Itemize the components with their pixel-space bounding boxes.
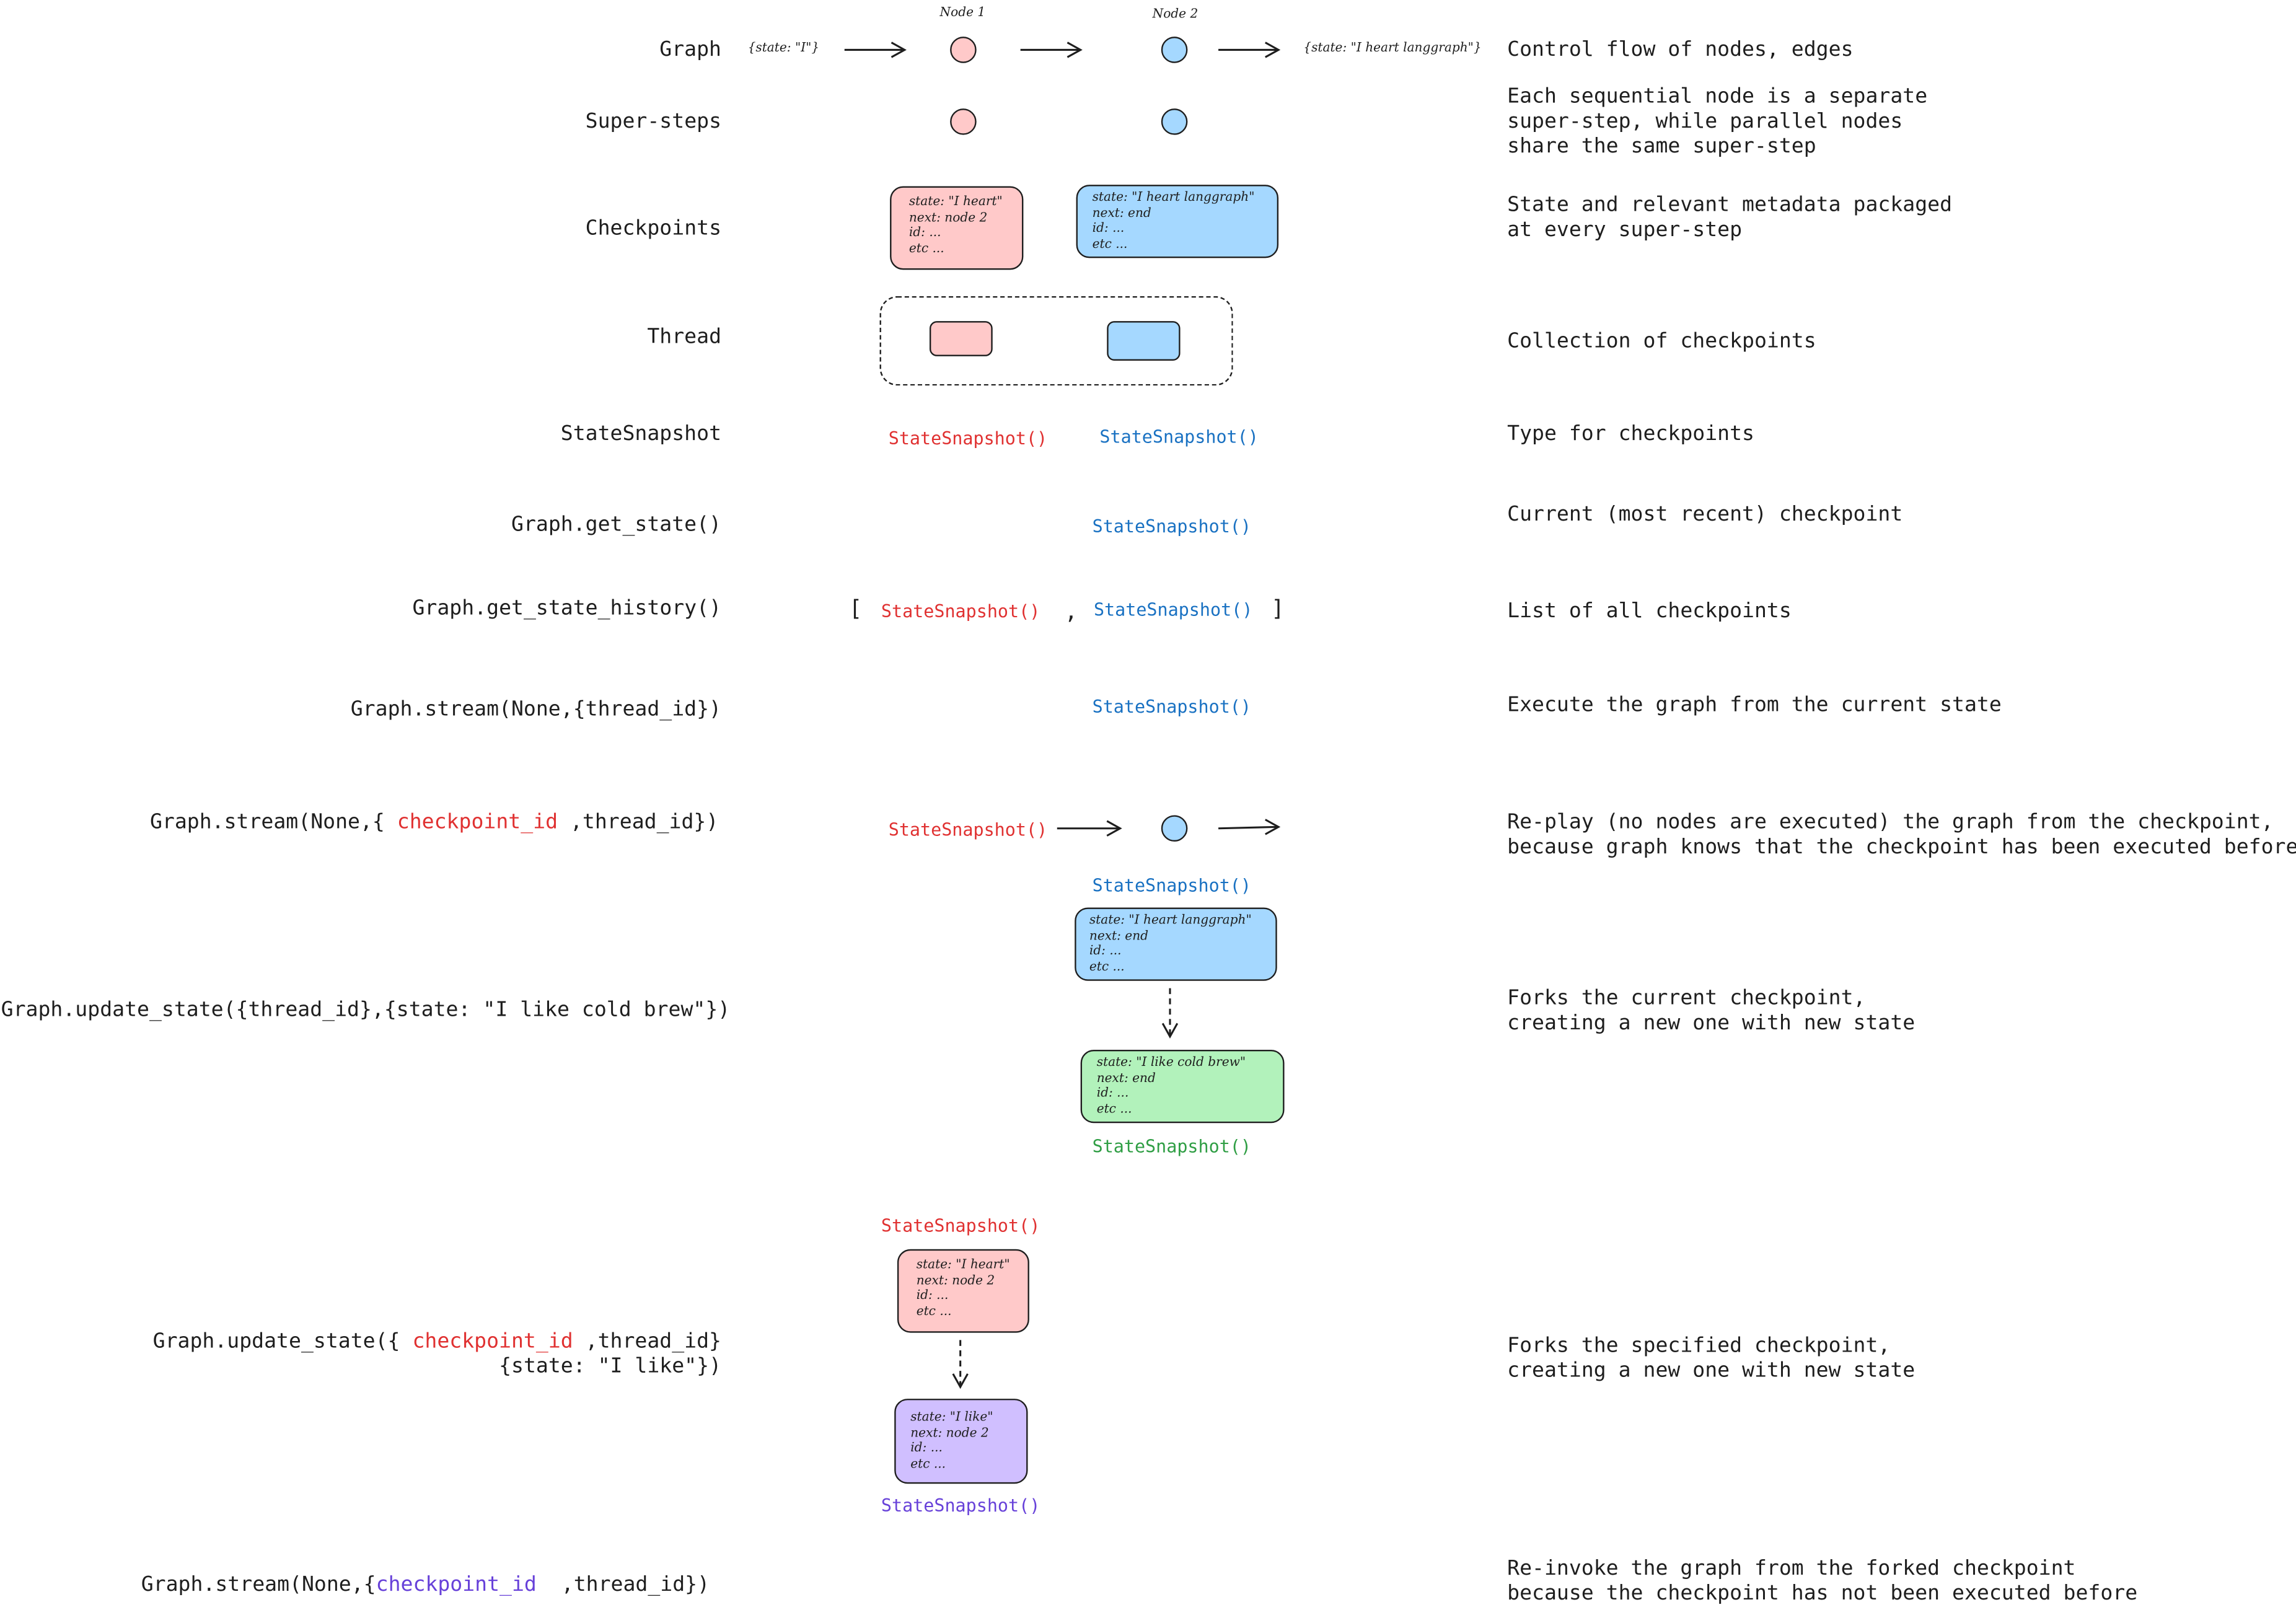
superstep1-circle xyxy=(950,108,977,135)
update-checkpoint-label-prefix: Graph.update_state({ xyxy=(152,1329,413,1353)
update-thread-green-text: state: "I like cold brew" next: end id: … xyxy=(1096,1055,1246,1117)
stream-replay-label-prefix: Graph.stream(None,{ xyxy=(149,811,397,835)
row-desc-thread: Collection of checkpoints xyxy=(1507,330,1816,354)
update-thread-blue-text: state: "I heart langgraph" next: end id:… xyxy=(1089,913,1252,975)
update-thread-blue-box: state: "I heart langgraph" next: end id:… xyxy=(1075,907,1277,981)
row-desc-update-thread: Forks the current checkpoint, creating a… xyxy=(1507,987,1916,1036)
row-desc-update-checkpoint: Forks the specified checkpoint, creating… xyxy=(1507,1334,1916,1383)
update-checkpoint-checkpoint-id: checkpoint_id xyxy=(412,1329,573,1353)
replay-node-circle xyxy=(1161,815,1188,842)
row-label-stream-replay: Graph.stream(None,{ checkpoint_id ,threa… xyxy=(150,811,718,835)
row-label-update-thread: Graph.update_state({thread_id},{state: "… xyxy=(1,998,731,1023)
statesnapshot-blue: StateSnapshot() xyxy=(1099,426,1259,447)
node2-circle xyxy=(1161,37,1188,63)
row-label-supersteps: Super-steps xyxy=(585,110,722,134)
update-checkpoint-purple-box: state: "I like" next: node 2 id: ... etc… xyxy=(894,1399,1028,1484)
update-checkpoint-purple-text: state: "I like" next: node 2 id: ... etc… xyxy=(910,1410,993,1472)
row-desc-graph: Control flow of nodes, edges xyxy=(1507,38,1854,62)
thread-container xyxy=(879,296,1233,386)
row-label-checkpoints: Checkpoints xyxy=(585,217,722,241)
row-desc-get-state: Current (most recent) checkpoint xyxy=(1507,503,1903,527)
row-label-stream-forked: Graph.stream(None,{checkpoint_id ,thread… xyxy=(141,1573,710,1598)
update-thread-snapshot-blue: StateSnapshot() xyxy=(1092,875,1251,896)
update-checkpoint-red-text: state: "I heart" next: node 2 id: ... et… xyxy=(916,1257,1010,1319)
history-open-bracket: [ xyxy=(848,595,863,622)
row-desc-statesnapshot: Type for checkpoints xyxy=(1507,422,1754,446)
update-checkpoint-red-box: state: "I heart" next: node 2 id: ... et… xyxy=(897,1249,1029,1333)
node1-circle xyxy=(950,37,977,63)
stream-forked-label-prefix: Graph.stream(None,{ xyxy=(141,1573,376,1597)
stream-thread-snapshot-blue: StateSnapshot() xyxy=(1092,696,1251,717)
node1-label: Node 1 xyxy=(939,6,986,21)
row-desc-stream-thread: Execute the graph from the current state xyxy=(1507,693,2002,717)
update-thread-snapshot-green: StateSnapshot() xyxy=(1092,1136,1251,1157)
node2-label: Node 2 xyxy=(1152,7,1199,22)
stream-replay-label-suffix: ,thread_id}) xyxy=(558,811,719,835)
get-state-snapshot-blue: StateSnapshot() xyxy=(1092,516,1251,537)
checkpoint1-text: state: "I heart" next: node 2 id: ... et… xyxy=(908,195,1003,256)
checkpoint2-text: state: "I heart langgraph" next: end id:… xyxy=(1092,190,1255,252)
statesnapshot-red: StateSnapshot() xyxy=(888,428,1048,449)
replay-arrow-out xyxy=(1218,819,1281,835)
checkpoint2-box: state: "I heart langgraph" next: end id:… xyxy=(1076,185,1279,258)
row-desc-get-state-history: List of all checkpoints xyxy=(1507,599,1792,623)
graph-input-arrow xyxy=(844,42,907,58)
graph-input-state: {state: "I"} xyxy=(747,41,820,56)
row-label-get-state-history: Graph.get_state_history() xyxy=(412,596,722,620)
stream-forked-label-suffix: ,thread_id}) xyxy=(536,1573,710,1597)
update-thread-green-box: state: "I like cold brew" next: end id: … xyxy=(1080,1049,1285,1124)
checkpoint1-box: state: "I heart" next: node 2 id: ... et… xyxy=(890,186,1024,270)
stream-replay-snapshot-red: StateSnapshot() xyxy=(888,819,1048,840)
graph-output-arrow xyxy=(1218,42,1281,58)
row-label-update-checkpoint-line2: {state: "I like"}) xyxy=(499,1355,722,1378)
row-label-stream-thread: Graph.stream(None,{thread_id}) xyxy=(350,698,722,722)
update-checkpoint-label-suffix: ,thread_id} xyxy=(573,1329,722,1353)
thread-checkpoint1 xyxy=(929,321,993,356)
history-close-bracket: ] xyxy=(1271,595,1285,622)
stream-replay-checkpoint-id: checkpoint_id xyxy=(397,811,558,835)
row-label-thread: Thread xyxy=(647,325,722,350)
row-desc-checkpoints: State and relevant metadata packaged at … xyxy=(1507,193,1953,242)
history-comma: , xyxy=(1064,598,1078,625)
update-checkpoint-snapshot-purple: StateSnapshot() xyxy=(881,1495,1040,1516)
row-label-get-state: Graph.get_state() xyxy=(511,513,722,537)
history-snapshot-red: StateSnapshot() xyxy=(881,601,1040,622)
graph-node-arrow xyxy=(1020,42,1083,58)
row-desc-stream-forked: Re-invoke the graph from the forked chec… xyxy=(1507,1557,2138,1606)
superstep2-circle xyxy=(1161,108,1188,135)
replay-arrow-in xyxy=(1057,820,1122,837)
row-label-update-checkpoint: Graph.update_state({ checkpoint_id ,thre… xyxy=(153,1330,721,1355)
row-desc-stream-replay: Re-play (no nodes are executed) the grap… xyxy=(1507,811,2296,860)
row-label-statesnapshot: StateSnapshot xyxy=(560,422,722,446)
history-snapshot-blue: StateSnapshot() xyxy=(1093,599,1253,620)
thread-checkpoint2 xyxy=(1107,321,1181,361)
fork-arrow-current xyxy=(1161,988,1179,1039)
fork-arrow-specified xyxy=(952,1340,969,1389)
row-desc-supersteps: Each sequential node is a separate super… xyxy=(1507,85,1928,159)
update-checkpoint-snapshot-red: StateSnapshot() xyxy=(881,1215,1040,1236)
stream-forked-checkpoint-id: checkpoint_id xyxy=(376,1573,537,1597)
graph-output-state: {state: "I heart langgraph"} xyxy=(1303,41,1482,56)
row-label-graph: Graph xyxy=(659,38,722,62)
